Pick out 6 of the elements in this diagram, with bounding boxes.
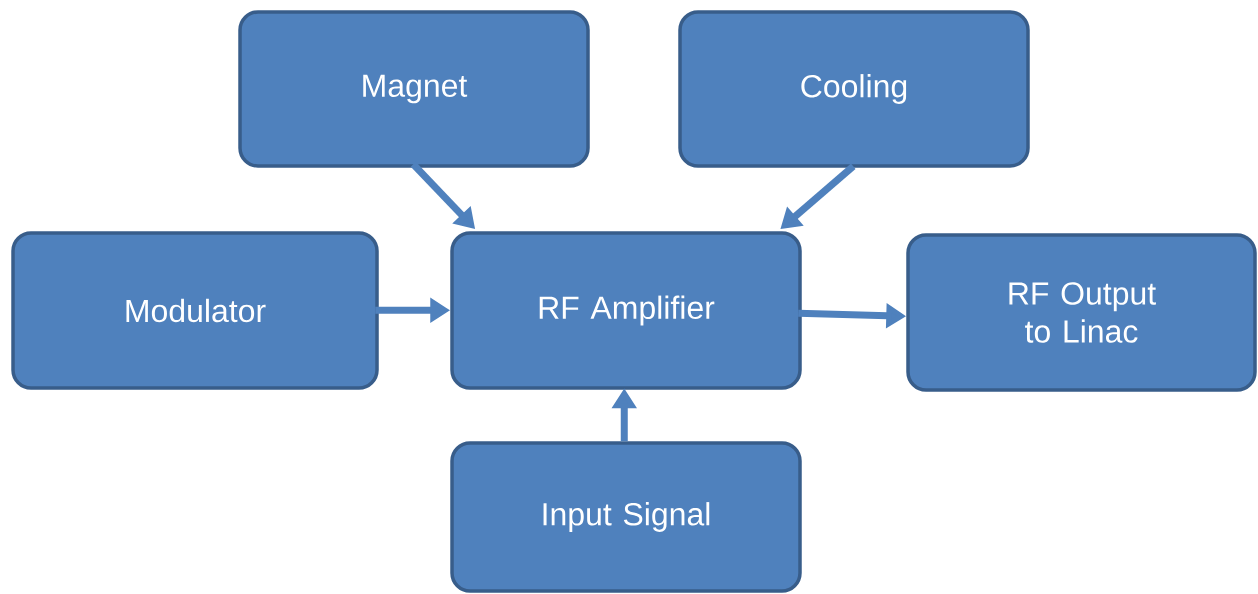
process-box: RF Output to Linac (906, 233, 1257, 392)
process-box: RF Amplifier (450, 231, 802, 390)
process-box: Modulator (11, 231, 379, 390)
process-box: Magnet (238, 10, 590, 168)
process-box: Input Signal (450, 441, 802, 593)
process-box: Cooling (678, 10, 1030, 168)
